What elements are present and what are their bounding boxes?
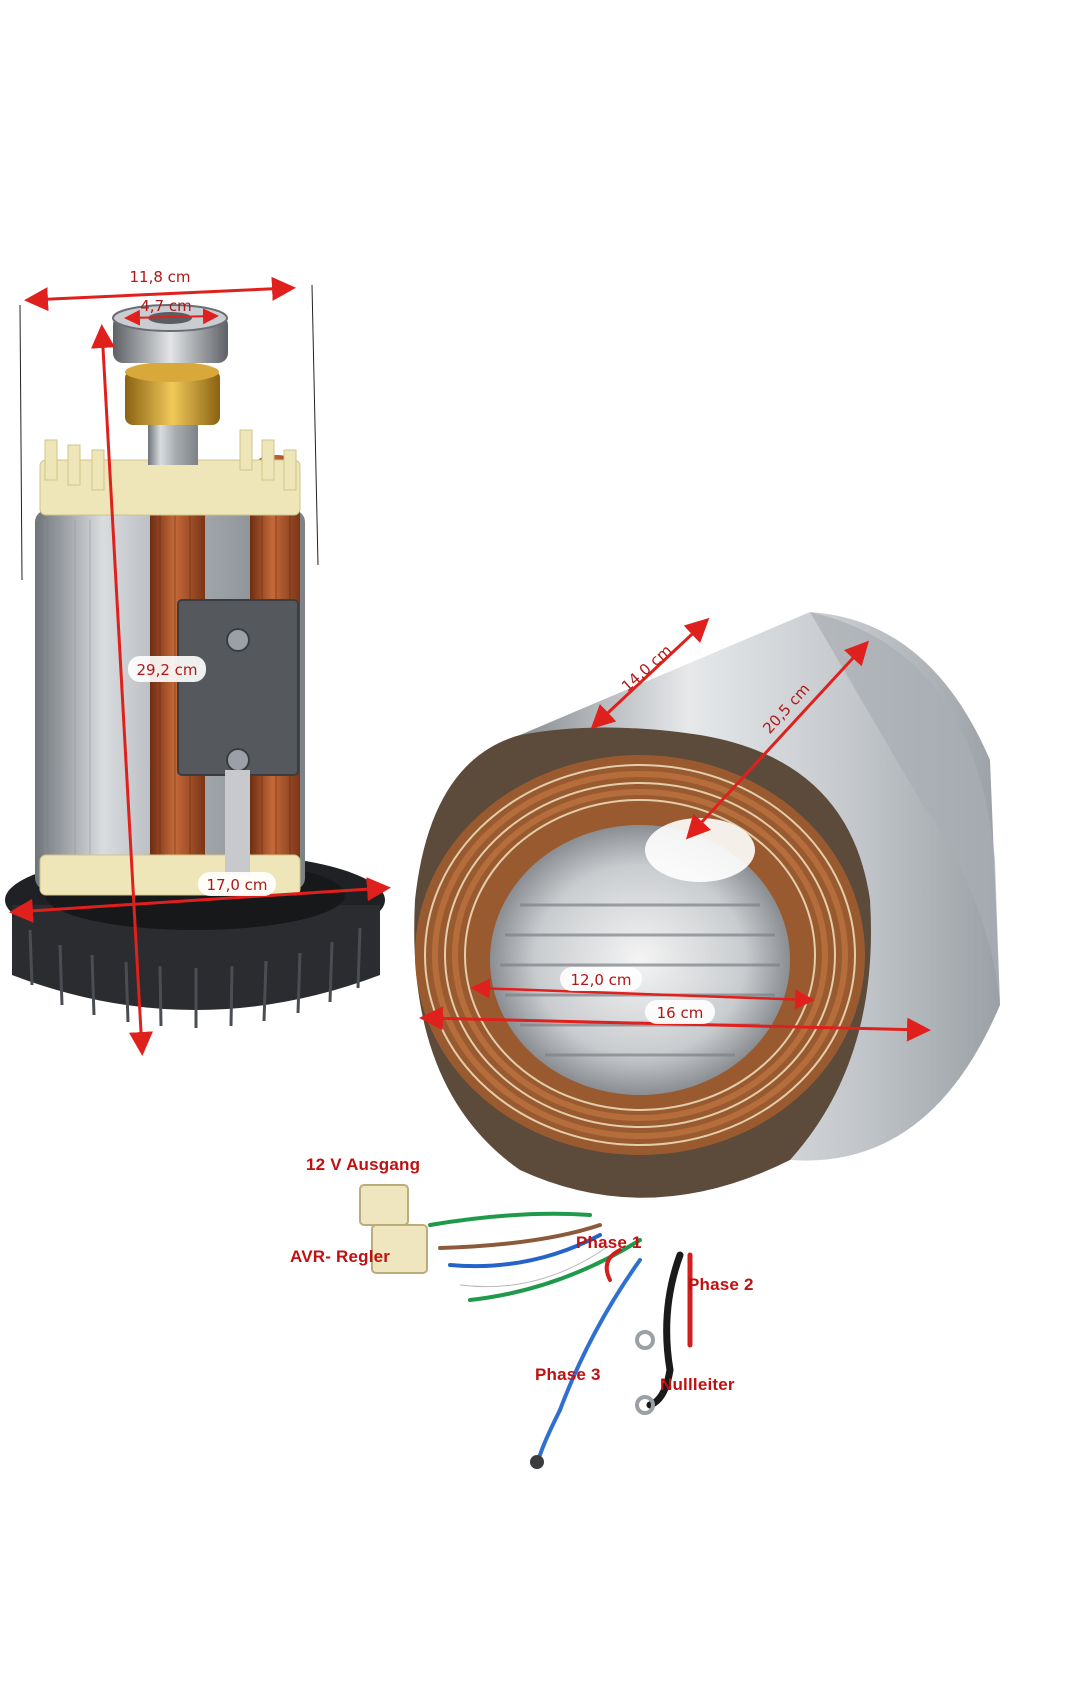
label-bearing-diameter: 4,7 cm (140, 297, 191, 315)
wire-harness (428, 1211, 693, 1457)
label-fan-diameter: 17,0 cm (206, 876, 267, 894)
rotor-length-line (91, 324, 153, 1056)
label-phase2: Phase 2 (688, 1275, 754, 1294)
stator-length-line (590, 617, 710, 730)
wire-labels: 12 V Ausgang AVR- Regler Phase 1 Phase 2… (290, 1155, 754, 1394)
rotor-width-line (24, 276, 296, 312)
label-rotor-length: 29,2 cm (136, 661, 197, 679)
bearing-diameter-line (124, 308, 219, 326)
label-12v-output: 12 V Ausgang (306, 1155, 420, 1174)
connectors (359, 1184, 655, 1469)
fan-diameter-line (9, 877, 391, 923)
label-stator-bore: 16 cm (657, 1004, 704, 1022)
label-stator-inner: 12,0 cm (570, 971, 631, 989)
stator-inner-line (470, 978, 815, 1010)
label-neutral: Nullleiter (660, 1375, 735, 1394)
stator-outer-line (685, 640, 870, 840)
label-avr: AVR- Regler (290, 1247, 390, 1266)
label-rotor-width: 11,8 cm (129, 268, 190, 286)
label-phase1: Phase 1 (576, 1233, 642, 1252)
label-phase3: Phase 3 (535, 1365, 601, 1384)
stator (414, 612, 1000, 1198)
